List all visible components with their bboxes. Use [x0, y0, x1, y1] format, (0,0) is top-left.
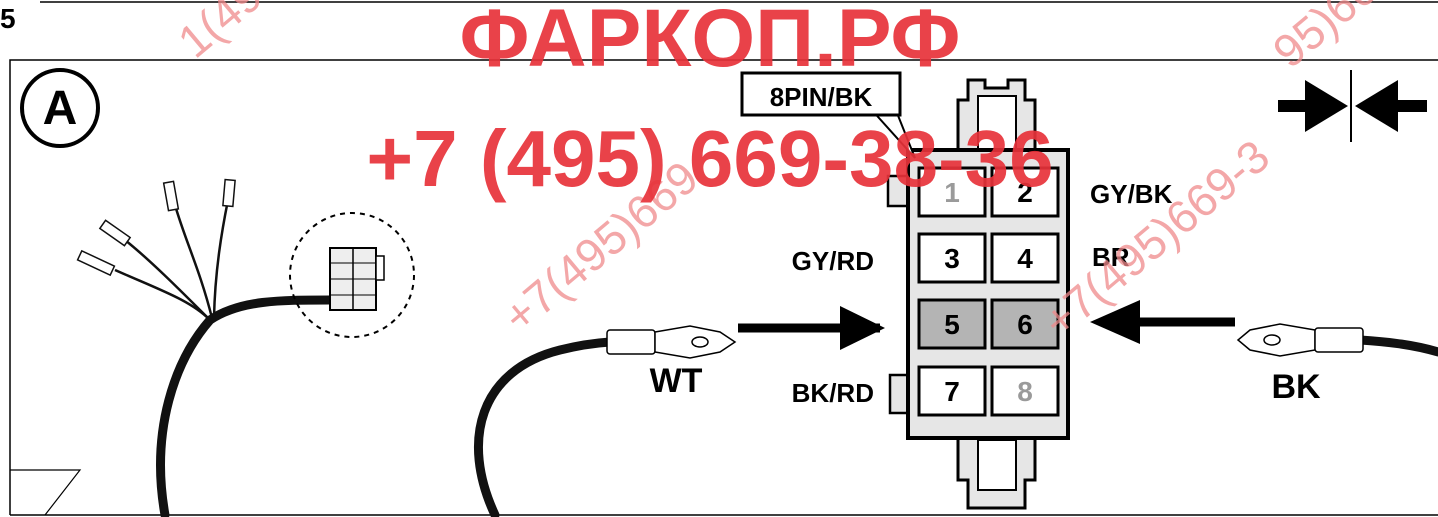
pin-5: 5 — [917, 298, 987, 350]
pin-3: 3 — [917, 232, 987, 284]
pin-number: 8 — [1017, 376, 1033, 407]
pin-number: 5 — [944, 309, 960, 340]
pin-6: 6 — [990, 298, 1060, 350]
wire-wt: WT — [473, 306, 885, 517]
wire-color-pin7: BK/RD — [792, 378, 874, 408]
watermark-title: ФАРКОП.РФ — [459, 0, 960, 84]
pin-number: 7 — [944, 376, 960, 407]
harness-overview — [76, 178, 335, 517]
panel-frame — [9, 59, 1438, 515]
pin-cavity — [990, 365, 1060, 417]
pin-cavity — [917, 365, 987, 417]
connector-name-callout: 8PIN/BK — [740, 71, 916, 159]
watermark-fragment-4: 95)669-3 — [1263, 0, 1437, 78]
press-together-icon — [1278, 70, 1427, 142]
pin-number: 6 — [1017, 309, 1033, 340]
pin-cavity — [990, 298, 1060, 350]
wire-color-pin3: GY/RD — [792, 246, 874, 276]
pin-number: 3 — [944, 243, 960, 274]
pin-7: 7 — [917, 365, 987, 417]
pin-8: 8 — [990, 365, 1060, 417]
pin-cavity — [990, 232, 1060, 284]
step-number: 5 — [0, 3, 16, 34]
pin-cavity — [917, 166, 987, 218]
terminal-wt — [606, 325, 737, 359]
pin-cavity — [917, 298, 987, 350]
panel-label-badge: A — [20, 68, 100, 148]
pin-number: 1 — [944, 177, 960, 208]
watermark-phone: +7 (495) 669-38-36 — [366, 114, 1053, 203]
wire-color-pin2: GY/BK — [1090, 179, 1173, 209]
connector-detail-callout — [289, 212, 415, 338]
watermark-fragment-1: 1(495)669-3 — [168, 0, 393, 68]
pin-number: 4 — [1017, 243, 1033, 274]
pin-number: 2 — [1017, 177, 1033, 208]
pin-4: 4 — [990, 232, 1060, 284]
connector-8pin: 1 2 3 4 5 6 7 8 — [886, 78, 1070, 510]
pin-1: 1 — [917, 166, 987, 218]
wire-bk: BK — [1090, 300, 1438, 406]
page-corner-mark — [10, 469, 82, 516]
pin-cavity — [917, 232, 987, 284]
pin-cavity — [990, 166, 1060, 218]
connector-name: 8PIN/BK — [770, 82, 873, 112]
pin-grid: 1 2 3 4 5 6 7 8 — [917, 166, 1060, 417]
pin-2: 2 — [990, 166, 1060, 218]
wire-wt-label: WT — [650, 362, 703, 400]
panel-label: A — [43, 82, 78, 135]
wire-bk-label: BK — [1271, 368, 1321, 406]
wire-color-pin4: BR — [1092, 242, 1130, 272]
terminal-bk — [1236, 323, 1364, 357]
